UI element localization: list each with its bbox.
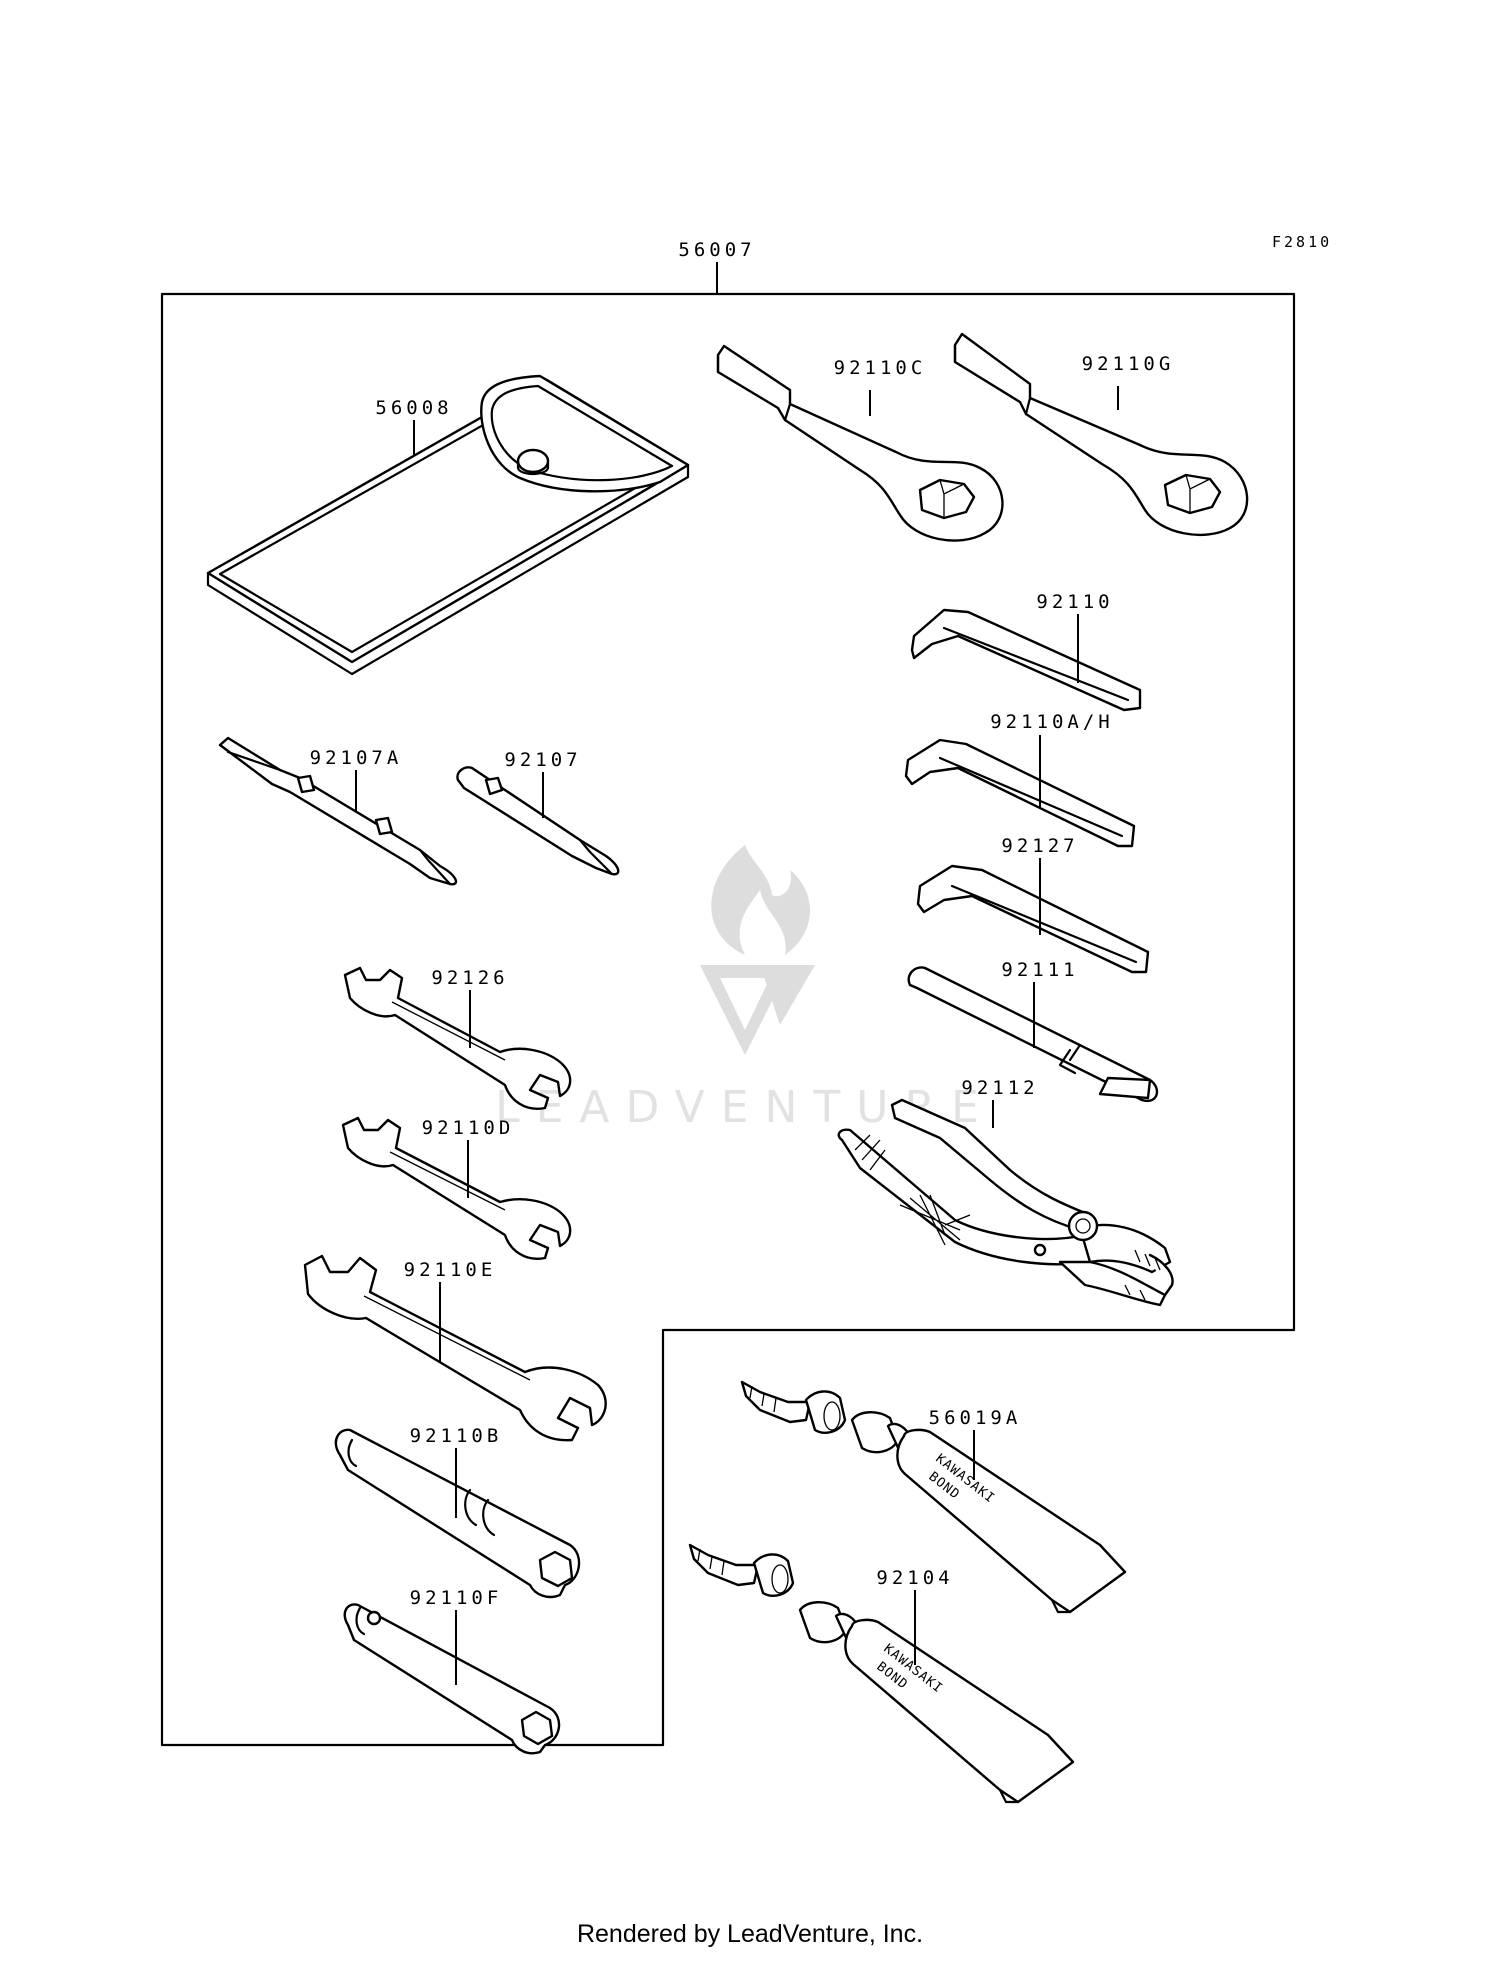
figure-code: F2810 <box>1272 233 1332 251</box>
hex-key-92127 <box>916 864 1150 974</box>
screwdriver-bit-92107 <box>456 766 620 876</box>
spanner-92110d <box>341 1116 572 1260</box>
part-92126-label: 92126 <box>431 967 508 989</box>
part-92110g-label: 92110G <box>1082 353 1175 375</box>
ring-wrench-92110g <box>953 332 1249 537</box>
screwdriver-bit-92107a <box>218 736 458 886</box>
part-92110e-label: 92110E <box>404 1259 497 1281</box>
part-56019a-label: 56019A <box>929 1407 1022 1429</box>
part-56007-label: 56007 <box>678 239 755 261</box>
part-92110a-h-label: 92110A/H <box>990 711 1114 733</box>
part-92107-label: 92107 <box>504 749 581 771</box>
box-wrench-92110b <box>334 1428 581 1599</box>
kit-frame-outline <box>160 292 1296 1747</box>
part-56008-label: 56008 <box>375 397 452 419</box>
bond-tube-56019a: KAWASAKI BOND <box>740 1380 1127 1614</box>
tool-pouch-56008 <box>206 374 690 676</box>
part-92111-label: 92111 <box>1001 959 1078 981</box>
tommy-bar-92111 <box>907 966 1159 1103</box>
part-92110d-label: 92110D <box>422 1117 515 1139</box>
hex-key-92110 <box>910 608 1142 712</box>
part-92110f-label: 92110F <box>410 1587 503 1609</box>
part-92107a-label: 92107A <box>310 747 403 769</box>
watermark-logo <box>700 845 815 1055</box>
bond-tube-92104: KAWASAKI BOND <box>688 1543 1075 1804</box>
footer-credit: Rendered by LeadVenture, Inc. <box>576 1920 924 1948</box>
part-92110b-label: 92110B <box>410 1425 503 1447</box>
ring-wrench-92110c <box>716 344 1004 542</box>
part-92127-label: 92127 <box>1001 835 1078 857</box>
hex-key-92110a-h <box>904 738 1136 848</box>
part-92110-label: 92110 <box>1036 591 1113 613</box>
box-wrench-92110f <box>343 1603 561 1755</box>
part-92104-label: 92104 <box>876 1567 953 1589</box>
pliers-92112 <box>837 1098 1174 1307</box>
spanner-92110e <box>303 1254 607 1442</box>
spanner-92126 <box>343 966 572 1110</box>
part-92112-label: 92112 <box>961 1077 1038 1099</box>
part-92110c-label: 92110C <box>834 357 927 379</box>
